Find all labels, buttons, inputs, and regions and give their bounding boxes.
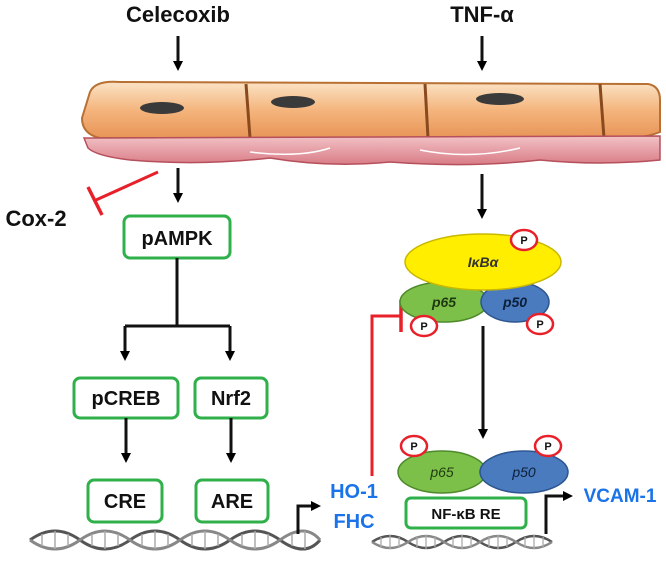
ikba-label: IκBα	[468, 254, 500, 270]
p50-subunit	[479, 450, 569, 494]
cre-label: CRE	[104, 491, 146, 513]
nucleus	[140, 102, 184, 114]
dna-helix-right	[371, 534, 553, 550]
smooth-muscle	[82, 135, 661, 166]
p50-label: p50	[511, 464, 536, 480]
svg-text:P: P	[536, 319, 543, 331]
are-box	[194, 478, 270, 524]
ho1-label: HO-1	[330, 481, 378, 503]
phospho-badge: P	[533, 434, 563, 458]
nfkb-complex-cytoplasm: IκBα p65 p50 P P P	[399, 228, 562, 338]
p65-label: p65	[431, 294, 456, 310]
svg-text:P: P	[420, 321, 427, 333]
pcreb-label: pCREB	[92, 388, 161, 410]
phospho-badge: P	[399, 434, 429, 458]
tnf-alpha-label: TNF-α	[450, 2, 514, 27]
are-label: ARE	[211, 491, 253, 513]
vcam1-label: VCAM-1	[584, 486, 657, 507]
p65-label: p65	[429, 464, 454, 480]
branch-connector	[120, 258, 235, 361]
svg-text:P: P	[520, 235, 527, 247]
cre-box	[86, 478, 164, 524]
svg-text:P: P	[544, 441, 551, 453]
cox2-inhibition	[86, 170, 159, 216]
nucleus	[271, 96, 315, 108]
svg-text:P: P	[410, 441, 417, 453]
transcription-arrow-ho1	[296, 501, 321, 534]
nfkb-complex-nucleus: p65 p50 P P	[397, 434, 569, 494]
p50-label: p50	[502, 294, 527, 310]
cox2-label: Cox-2	[5, 206, 66, 231]
endothelium	[80, 80, 661, 140]
nfkb-re-box	[404, 496, 528, 530]
fhc-label: FHC	[333, 511, 374, 533]
nucleus	[476, 93, 524, 105]
nrf2-label: Nrf2	[211, 388, 251, 410]
celecoxib-label: Celecoxib	[126, 2, 230, 27]
transcription-arrow-vcam1	[544, 491, 573, 534]
pampk-label: pAMPK	[141, 228, 213, 250]
dna-helix-left	[29, 529, 322, 551]
phospho-badge: P	[409, 314, 439, 338]
ho1-inhibition	[370, 300, 403, 476]
phospho-badge: P	[525, 312, 555, 336]
nfkb-re-label: NF-κB RE	[431, 506, 500, 523]
phospho-badge: P	[509, 228, 539, 252]
